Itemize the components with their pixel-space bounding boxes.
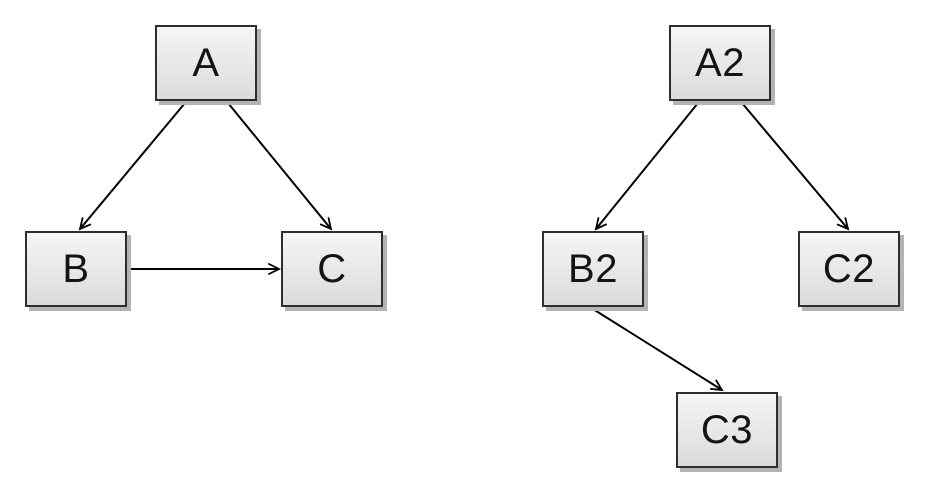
node-label: B bbox=[62, 247, 90, 291]
edge-B2-C3 bbox=[592, 308, 724, 392]
node-C2[interactable]: C2 bbox=[798, 231, 900, 307]
node-label: A2 bbox=[695, 41, 745, 85]
node-label: A bbox=[192, 41, 220, 85]
edge-A2-C2 bbox=[741, 102, 850, 231]
edge-A-B bbox=[78, 102, 186, 231]
node-A[interactable]: A bbox=[155, 25, 257, 101]
node-C[interactable]: C bbox=[281, 231, 383, 307]
node-C3[interactable]: C3 bbox=[676, 392, 778, 468]
node-label: B2 bbox=[568, 247, 618, 291]
node-B2[interactable]: B2 bbox=[542, 231, 644, 307]
node-A2[interactable]: A2 bbox=[669, 25, 771, 101]
node-B[interactable]: B bbox=[25, 231, 127, 307]
node-label: C3 bbox=[700, 408, 754, 452]
node-label: C2 bbox=[822, 247, 876, 291]
edge-A-C bbox=[227, 102, 333, 231]
edge-A2-B2 bbox=[594, 102, 699, 231]
node-label: C bbox=[317, 247, 347, 291]
